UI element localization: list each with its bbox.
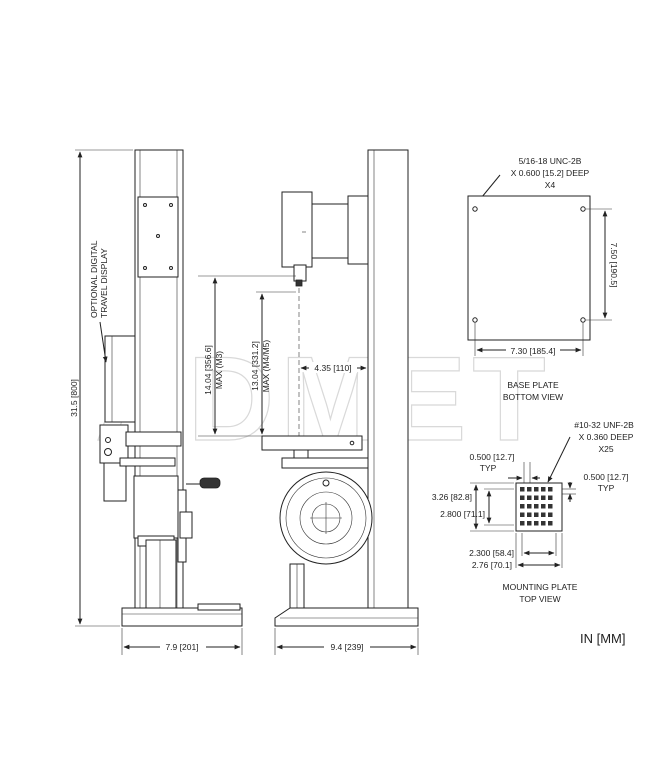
digital-display-housing <box>104 335 136 423</box>
mounting-hole <box>534 504 539 509</box>
mount-caption-1: MOUNTING PLATE <box>503 582 578 592</box>
travel-m3-label-1: 14.04 [356.6] <box>203 345 213 395</box>
mounting-hole-grid <box>520 487 553 526</box>
mounting-hole <box>527 495 532 500</box>
mounting-hole <box>548 512 553 517</box>
mounting-hole <box>541 495 546 500</box>
pitch-right-label-1: 0.500 [12.7] <box>584 472 629 482</box>
base-plate-view: 5/16-18 UNC-2B X 0.600 [15.2] DEEP X4 7.… <box>467 156 619 402</box>
mounting-hole <box>520 487 525 492</box>
side-width-label: 7.9 [201] <box>165 642 198 652</box>
base-plate-outline <box>467 195 591 341</box>
mount-thread-label-2: X 0.360 DEEP <box>579 432 634 442</box>
crosshead-arm <box>261 435 363 451</box>
mounting-hole <box>534 521 539 526</box>
mount-caption-2: TOP VIEW <box>519 594 560 604</box>
base-height-label: 7.50 [190.5] <box>609 243 619 288</box>
mounting-hole <box>541 512 546 517</box>
mounting-hole <box>527 487 532 492</box>
mount-thread-leader <box>547 436 571 483</box>
base-width-label: 7.30 [185.4] <box>511 346 556 356</box>
travel-m4-label-1: 13.04 [331.2] <box>250 341 260 391</box>
mounting-hole <box>520 512 525 517</box>
mounting-hole <box>548 495 553 500</box>
mount-thread-label-3: X25 <box>598 444 613 454</box>
mounting-hole <box>527 521 532 526</box>
handwheel-knob <box>199 477 221 489</box>
mount-inner-height-label: 2.800 [71.1] <box>440 509 485 519</box>
base-hole <box>472 317 478 323</box>
mounting-hole <box>541 521 546 526</box>
front-base <box>274 607 419 627</box>
side-carriage-indicator <box>99 424 129 464</box>
mounting-hole <box>541 487 546 492</box>
mounting-plate-view: #10-32 UNF-2B X 0.360 DEEP X25 0.500 [12… <box>432 420 634 604</box>
mounting-hole <box>527 512 532 517</box>
mounting-hole <box>520 521 525 526</box>
base-caption-2: BOTTOM VIEW <box>503 392 563 402</box>
mounting-hole <box>541 504 546 509</box>
base-caption-1: BASE PLATE <box>507 380 559 390</box>
mounting-hole <box>534 495 539 500</box>
units-label: IN [MM] <box>580 631 626 646</box>
upper-fixture <box>281 191 313 268</box>
optional-display-label-1: OPTIONAL DIGITAL <box>89 240 99 318</box>
mounting-hole <box>527 504 532 509</box>
mounting-hole <box>548 521 553 526</box>
base-thread-label-1: 5/16-18 UNC-2B <box>519 156 582 166</box>
mount-inner-width-label: 2.300 [58.4] <box>469 548 514 558</box>
optional-display-label-2: TRAVEL DISPLAY <box>99 248 109 318</box>
mounting-hole <box>534 512 539 517</box>
base-thread-label-2: X 0.600 [15.2] DEEP <box>511 168 590 178</box>
base-hole <box>472 206 478 212</box>
base-hole <box>580 317 586 323</box>
mounting-hole <box>520 495 525 500</box>
front-column <box>367 149 409 611</box>
side-base <box>121 607 243 627</box>
pitch-top-label-1: 0.500 [12.7] <box>470 452 515 462</box>
base-hole <box>580 206 586 212</box>
pitch-right-label-2: TYP <box>598 483 615 493</box>
mounting-hole <box>548 504 553 509</box>
side-view: 31.5 [800] OPTIONAL DIGITAL TRAVEL DISPL… <box>69 149 243 655</box>
pitch-top-label-2: TYP <box>480 463 497 473</box>
side-gearbox <box>133 475 179 539</box>
base-thread-label-3: X4 <box>545 180 556 190</box>
side-height-label: 31.5 [800] <box>69 379 79 417</box>
mounting-hole <box>534 487 539 492</box>
travel-m3-label-2: MAX (M3) <box>214 351 224 389</box>
mounting-hole <box>548 487 553 492</box>
mount-outer-width-label: 2.76 [70.1] <box>472 560 512 570</box>
front-view: 14.04 [356.6] MAX (M3) 13.04 [331.2] MAX… <box>198 149 419 655</box>
mount-thread-label-1: #10-32 UNF-2B <box>574 420 634 430</box>
throat-label: 4.35 [110] <box>314 363 351 373</box>
mount-outer-height-label: 3.26 [82.8] <box>432 492 472 502</box>
travel-m4-label-2: MAX (M4/M5) <box>261 340 271 393</box>
front-width-label: 9.4 [239] <box>330 642 363 652</box>
optional-display-leader <box>99 321 108 363</box>
mounting-hole <box>520 504 525 509</box>
